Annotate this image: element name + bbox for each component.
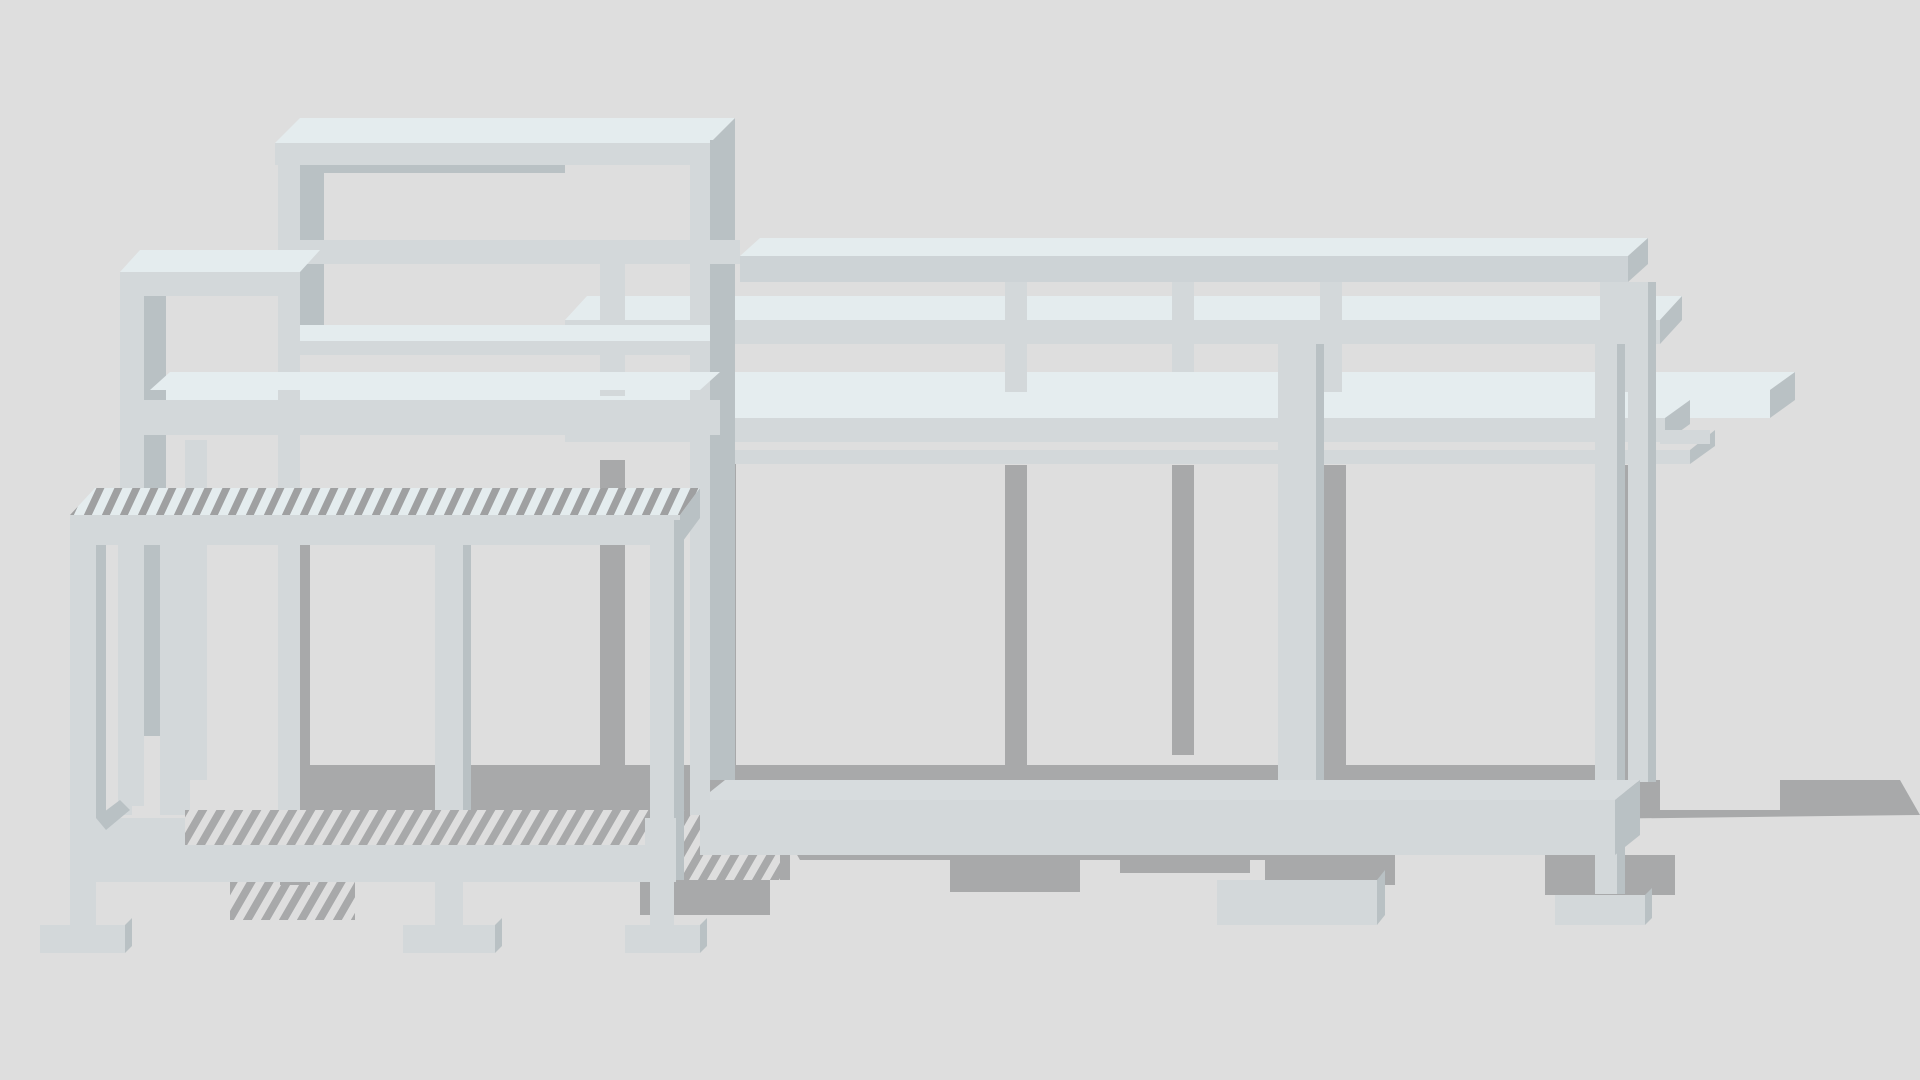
long-frame-post-sides	[1316, 282, 1656, 894]
footings-front	[40, 885, 707, 953]
tall-frame	[275, 118, 740, 815]
footings-right	[1217, 870, 1652, 925]
floor-slat-shadow	[185, 810, 645, 845]
long-frame	[150, 238, 1795, 464]
long-bottom-beam	[700, 780, 1640, 855]
long-frame-posts	[1005, 282, 1648, 894]
